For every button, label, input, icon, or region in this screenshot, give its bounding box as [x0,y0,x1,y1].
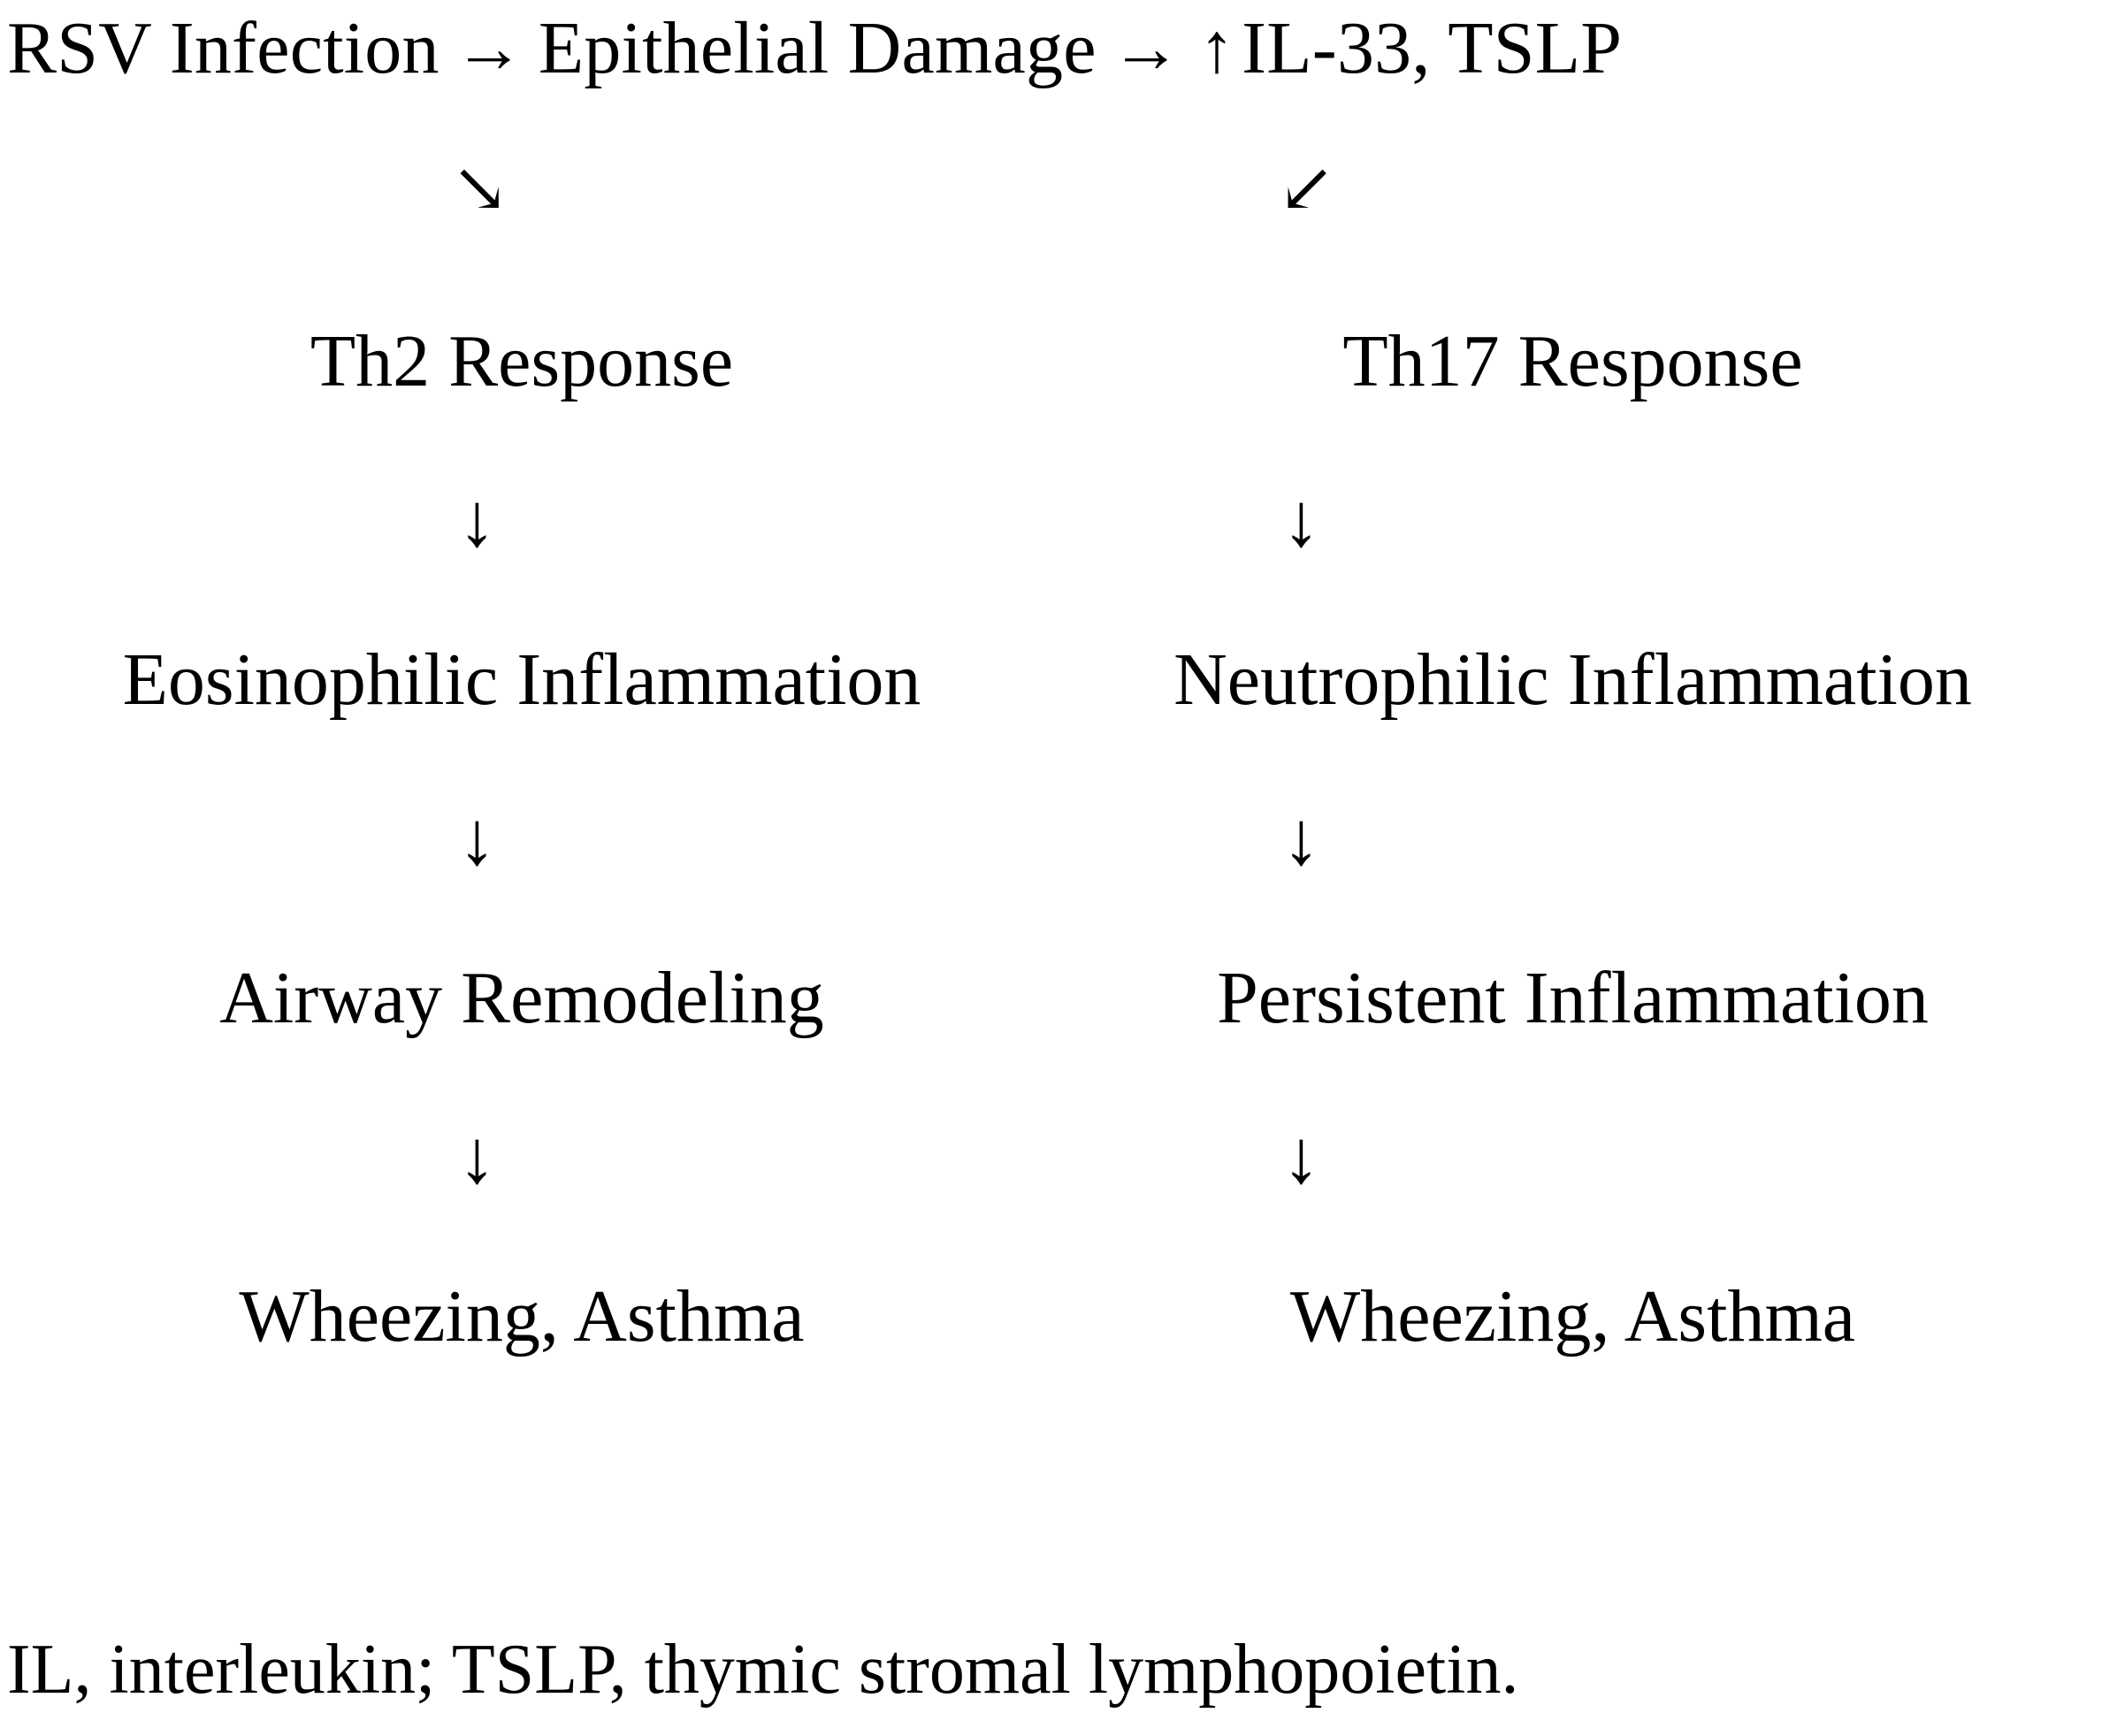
down-arrow-icon-left-3: ↓ [458,1114,496,1199]
arrow-row-1-right-cell: ↓ [1043,449,2102,591]
arrow-row-1-left-cell: ↓ [0,449,1043,591]
down-arrow-icon-right-3: ↓ [1282,1114,1320,1199]
node-airway-remodeling: Airway Remodeling [219,956,824,1039]
node-row-inflammation: Eosinophilic Inflammation Neutrophilic I… [0,591,2102,768]
down-arrow-icon-right-1: ↓ [1282,478,1320,562]
node-persistent-inflammation: Persistent Inflammation [1217,956,1929,1039]
header-pathway-line: RSV Infection → Epithelial Damage → ↑ IL… [7,0,2094,97]
down-left-arrow-icon: ↙ [1278,149,1336,226]
node-row-response: Th2 Response Th17 Response [0,272,2102,449]
arrow-row-1: ↓ ↓ [0,449,2102,591]
node-wheezing-asthma-left: Wheezing, Asthma [239,1274,805,1357]
branch-arrow-left-cell: ↘ [0,104,1043,272]
node-wheezing-asthma-right: Wheezing, Asthma [1289,1274,1856,1357]
down-arrow-icon-right-2: ↓ [1282,796,1320,881]
node-neutrophilic-inflammation: Neutrophilic Inflammation [1173,638,1972,721]
arrow-row-2: ↓ ↓ [0,768,2102,909]
node-il33-tslp: IL-33, TSLP [1242,7,1623,89]
flow-body: ↘ ↙ Th2 Response Th17 Response ↓ ↓ Eosin… [0,104,2102,1608]
node-th17-response: Th17 Response [1342,319,1803,402]
down-right-arrow-icon: ↘ [451,149,509,226]
branch-arrow-row: ↘ ↙ [0,104,2102,272]
down-arrow-icon-left-1: ↓ [458,478,496,562]
node-eosinophilic-inflammation: Eosinophilic Inflammation [122,638,921,721]
right-arrow-icon-2: → [1110,10,1181,88]
branch-arrow-right-cell: ↙ [1043,104,2102,272]
arrow-row-3-right-cell: ↓ [1043,1086,2102,1227]
node-th2-response: Th2 Response [310,319,734,402]
arrow-row-3-left-cell: ↓ [0,1086,1043,1227]
node-row-final-outcome: Wheezing, Asthma Wheezing, Asthma [0,1227,2102,1404]
arrow-row-2-right-cell: ↓ [1043,768,2102,909]
right-arrow-icon-1: → [453,10,524,88]
footnote-abbreviations: IL, interleukin; TSLP, thymic stromal ly… [7,1631,1519,1709]
up-arrow-icon: ↑ [1198,10,1235,88]
down-arrow-icon-left-2: ↓ [458,796,496,881]
node-row-outcome-intermediate: Airway Remodeling Persistent Inflammatio… [0,909,2102,1086]
arrow-row-3: ↓ ↓ [0,1086,2102,1227]
node-epithelial-damage: Epithelial Damage [538,7,1097,89]
arrow-row-2-left-cell: ↓ [0,768,1043,909]
node-rsv-infection: RSV Infection [7,7,440,89]
